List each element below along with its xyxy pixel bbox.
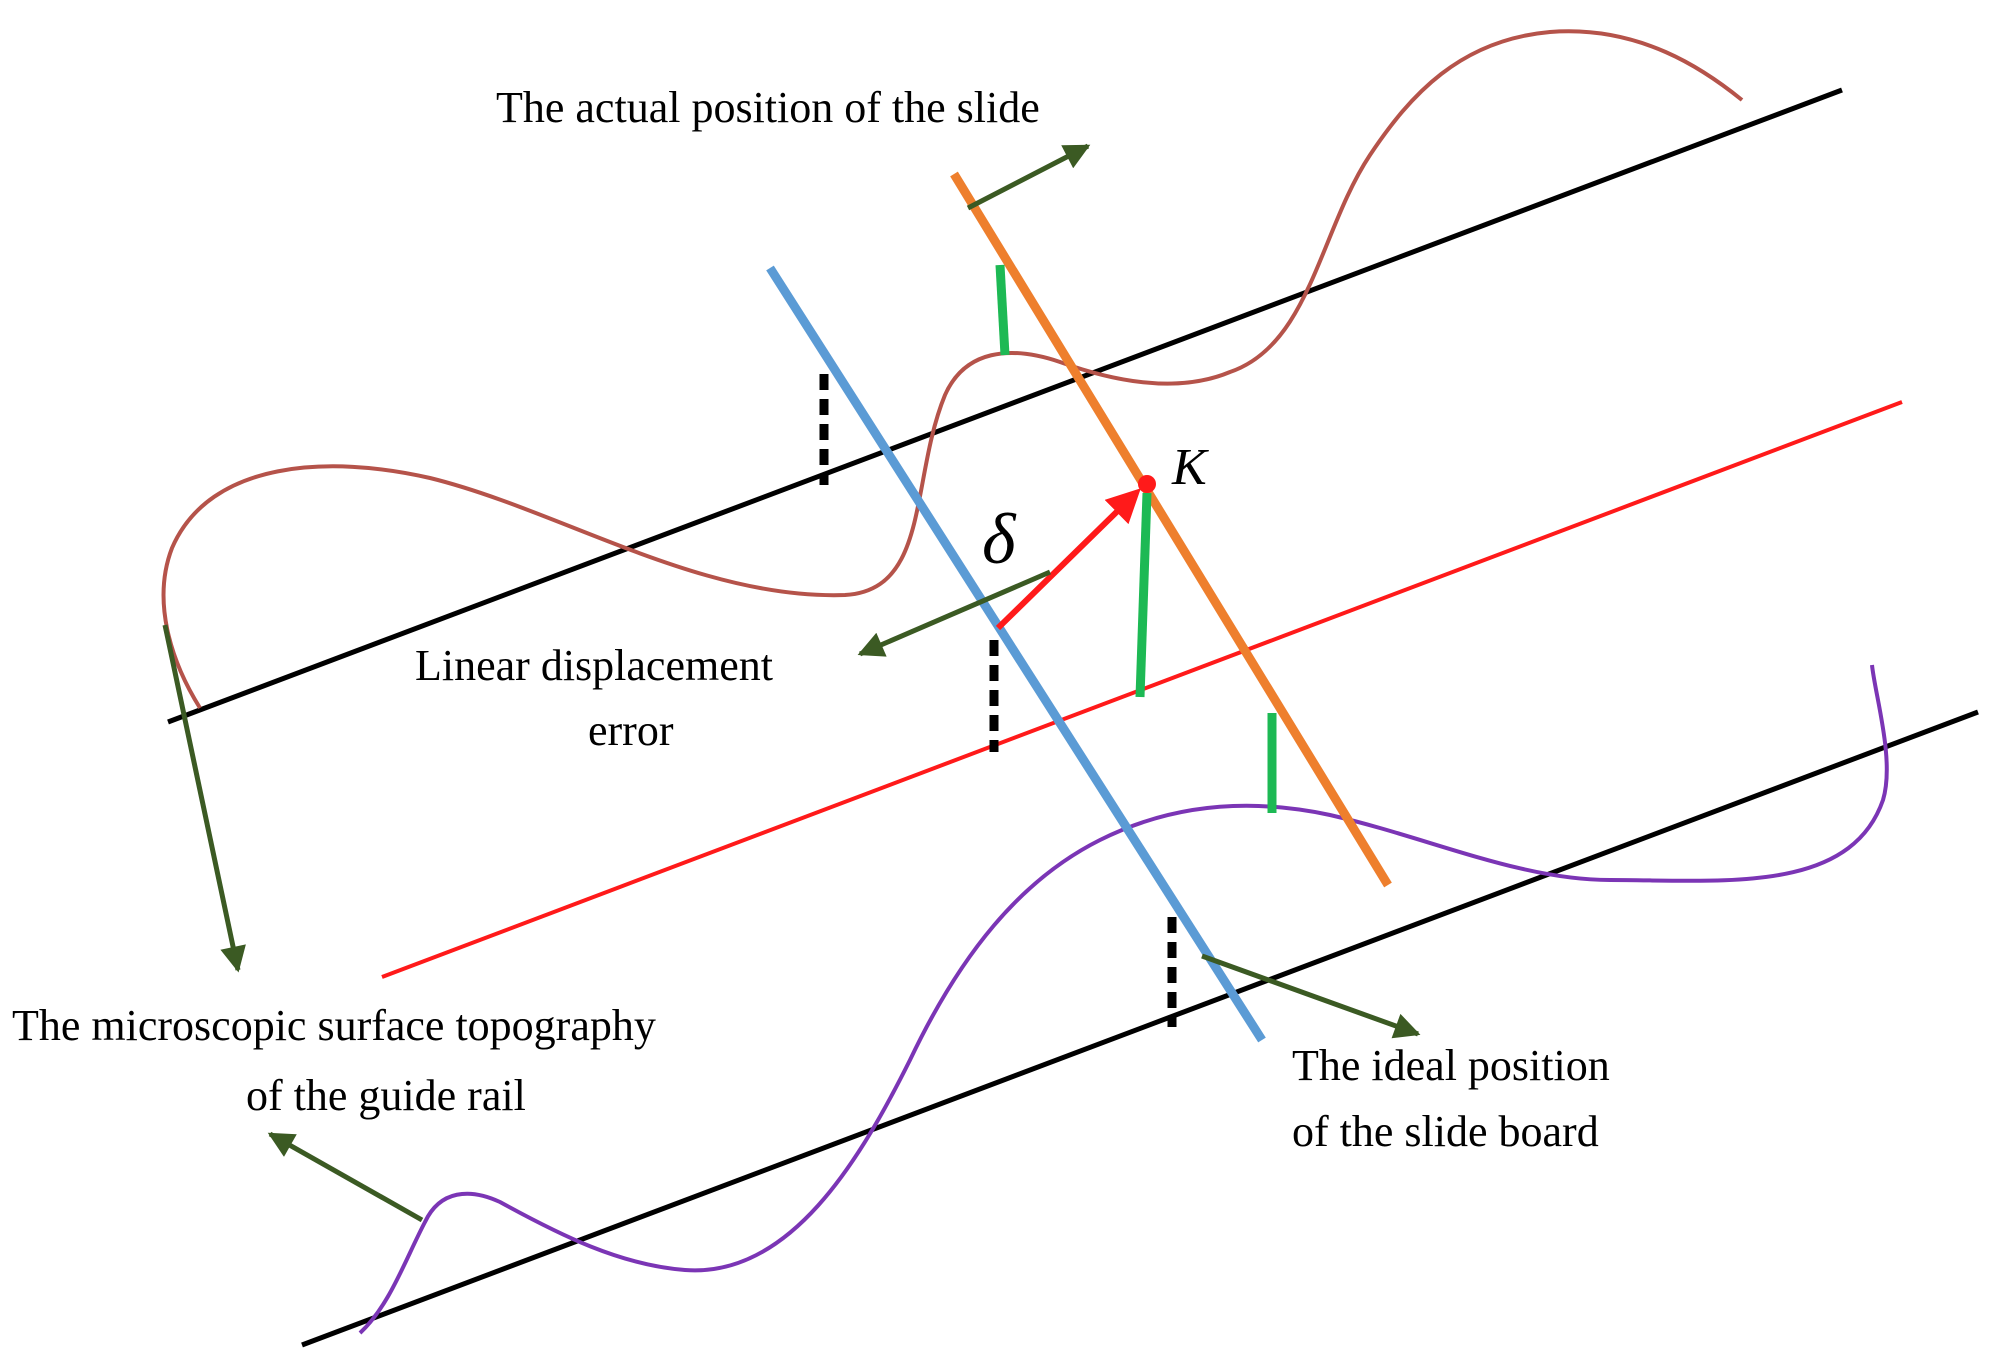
label-actual-position: The actual position of the slide	[496, 83, 1040, 132]
actual-slide-line	[950, 171, 1392, 888]
pointer-arrow-actual-slide	[966, 143, 1091, 211]
point-k-dot	[1138, 475, 1156, 493]
deviation-marker-upper	[995, 264, 1010, 356]
ideal-slide-line	[766, 265, 1266, 1043]
delta-symbol: δ	[982, 499, 1017, 579]
deviation-marker-center	[1135, 492, 1152, 698]
label-linear-displacement-line2: error	[588, 706, 674, 755]
displacement-vector-arrow	[995, 488, 1141, 631]
pointer-arrow-surface-topography-upper	[162, 624, 246, 973]
upper-guide-rail-line	[167, 87, 1843, 725]
lower-guide-rail-line	[301, 709, 1979, 1348]
label-surface-topography-line1: The microscopic surface topography	[12, 1001, 656, 1050]
pointer-arrow-linear-displacement	[857, 569, 1051, 657]
point-k-label: K	[1171, 439, 1209, 496]
label-linear-displacement-line1: Linear displacement	[415, 641, 773, 690]
label-ideal-position-line2: of the slide board	[1292, 1107, 1599, 1156]
label-ideal-position-line1: The ideal position	[1292, 1041, 1610, 1090]
label-surface-topography-line2: of the guide rail	[246, 1071, 526, 1120]
upper-surface-profile	[161, 29, 1744, 710]
pointer-arrow-surface-topography-lower	[267, 1131, 424, 1223]
pointer-arrow-ideal-slide	[1201, 953, 1421, 1039]
lower-surface-profile	[358, 664, 1889, 1335]
